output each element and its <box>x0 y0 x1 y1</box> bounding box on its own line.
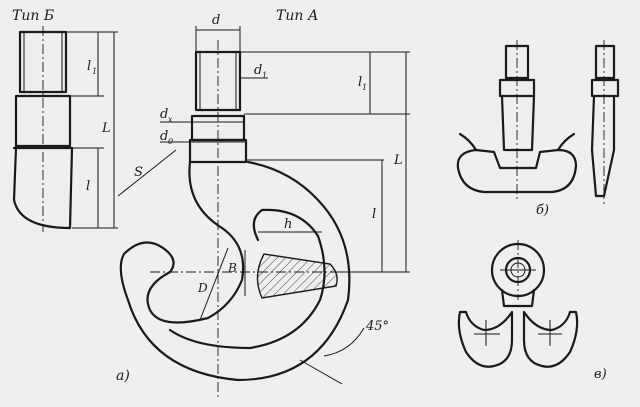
l1-label-a: l <box>358 75 362 90</box>
type-a-dimensions <box>117 26 410 385</box>
dx-label: d <box>160 107 168 122</box>
l-label-b: l <box>86 179 90 194</box>
fig-v-caption: в) <box>594 367 607 382</box>
l1-sub-a: 1 <box>362 83 367 92</box>
D-label: D <box>197 281 208 295</box>
s-label: S <box>134 165 143 180</box>
fig-a-caption: а) <box>116 368 130 384</box>
d1-label: d <box>254 63 262 78</box>
type-b-shank <box>12 26 74 232</box>
type-b-title: Тип Б <box>12 8 54 24</box>
L-label-b: L <box>101 121 111 136</box>
type-a-hook <box>119 40 360 398</box>
h-label: h <box>284 217 292 232</box>
b-label: B <box>227 261 237 275</box>
l1-sub-b: 1 <box>92 67 97 76</box>
d0-sub: 0 <box>168 137 173 146</box>
L-label-a: L <box>393 153 403 168</box>
dx-sub: x <box>168 115 173 124</box>
type-b-dimensions <box>66 31 118 229</box>
text-labels: Тип Б Тип А l 1 L l d d 1 d x d 0 l 1 L … <box>12 8 607 384</box>
d1-sub: 1 <box>262 71 267 80</box>
type-a-title: Тип А <box>276 8 318 24</box>
d-label: d <box>212 13 220 28</box>
variant-b-hook <box>456 40 620 204</box>
variant-v-hook <box>457 240 579 368</box>
l-label-a: l <box>372 207 376 222</box>
d0-label: d <box>160 129 168 144</box>
l1-label-b: l <box>87 59 91 74</box>
fig-b-caption: б) <box>536 203 549 218</box>
angle-label: 45° <box>365 319 389 334</box>
